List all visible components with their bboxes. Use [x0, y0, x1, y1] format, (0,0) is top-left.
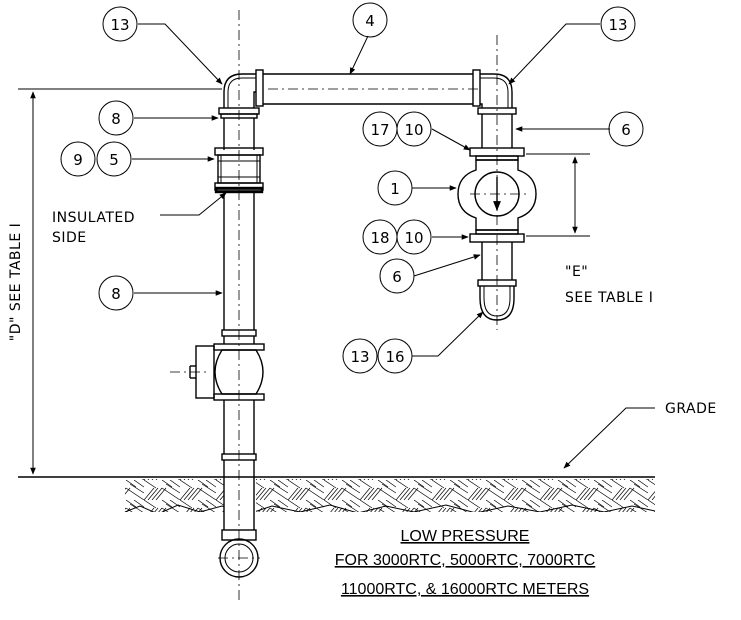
dimension-d — [18, 88, 222, 475]
callout-13-lower: 13 — [350, 348, 369, 366]
title-line3: 11000RTC, & 16000RTC METERS — [341, 581, 589, 598]
top-horizontal-pipe — [255, 69, 481, 107]
callout-9: 9 — [73, 151, 83, 169]
diagram-title: LOW PRESSURE FOR 3000RTC, 5000RTC, 7000R… — [335, 528, 596, 598]
callout-10-upper: 10 — [404, 121, 423, 139]
callout-13-top-right: 13 — [608, 16, 627, 34]
callout-17: 17 — [370, 121, 389, 139]
callout-18: 18 — [370, 229, 389, 247]
callout-bubbles: 13 4 13 8 6 17 10 9 5 1 18 10 6 8 13 16 — [60, 2, 644, 374]
callout-16: 16 — [385, 348, 404, 366]
callout-13-top-left: 13 — [110, 16, 129, 34]
e-dimension-label-line1: "E" — [565, 264, 588, 280]
callout-8-upper: 8 — [111, 110, 121, 128]
callout-6-upper: 6 — [621, 121, 631, 139]
leader-lines — [132, 23, 655, 469]
grade-label: GRADE — [665, 401, 717, 417]
text-labels: INSULATED SIDE "D" SEE TABLE I "E" SEE T… — [8, 210, 717, 417]
title-line1: LOW PRESSURE — [401, 528, 530, 545]
insulated-side-label-line2: SIDE — [52, 230, 87, 246]
right-meter-run — [457, 73, 537, 321]
insulated-side-label-line1: INSULATED — [52, 210, 135, 226]
callout-1: 1 — [390, 180, 400, 198]
title-line2: FOR 3000RTC, 5000RTC, 7000RTC — [335, 552, 596, 569]
callout-8-lower: 8 — [111, 285, 121, 303]
callout-10-lower: 10 — [404, 229, 423, 247]
left-riser — [189, 73, 265, 578]
callout-5: 5 — [109, 151, 119, 169]
callout-4: 4 — [365, 12, 375, 30]
grade-soil — [18, 476, 656, 529]
dimension-e — [526, 153, 590, 237]
callout-6-lower: 6 — [392, 268, 402, 286]
e-dimension-label-line2: SEE TABLE I — [565, 290, 653, 306]
d-dimension-label: "D" SEE TABLE I — [8, 223, 24, 342]
